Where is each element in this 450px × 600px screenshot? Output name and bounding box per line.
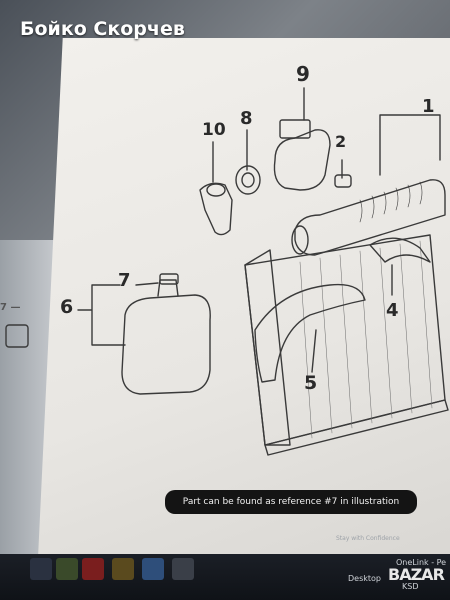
ref-9: 9 [296, 62, 310, 86]
radiator-core [244, 234, 446, 446]
taskbar-start-icon[interactable] [30, 558, 52, 580]
screen-area [38, 38, 450, 558]
upper-hose [369, 237, 431, 263]
radiator-cap [334, 174, 352, 188]
ref-8: 8 [240, 108, 253, 129]
coolant-reservoir [121, 294, 211, 395]
reference-tooltip: Part can be found as reference #7 in ill… [165, 490, 417, 514]
leader-1 [379, 114, 441, 176]
ref-1: 1 [422, 96, 435, 117]
onelink-label: OneLink - Pe [396, 558, 447, 567]
ref-4: 4 [386, 300, 399, 321]
taskbar-folder-icon[interactable] [112, 558, 134, 580]
ksd-label: KSD [402, 582, 419, 591]
ref-6: 6 [60, 296, 74, 318]
stay-confidence-label: Stay with Confidence [336, 535, 400, 542]
reservoir-cap [159, 273, 179, 285]
taskbar-app-icon[interactable] [56, 558, 78, 580]
desktop-label: Desktop [348, 574, 381, 583]
ref-7: 7 [118, 270, 131, 291]
leader-7 [135, 282, 159, 286]
seller-name-watermark: Бойко Скорчев [20, 18, 185, 40]
ref-10: 10 [202, 120, 226, 140]
thermostat-housing [273, 129, 331, 191]
radiator-side-tank [244, 249, 291, 446]
taskbar-chrome-icon[interactable] [142, 558, 164, 580]
site-logo: BAZAR [388, 565, 445, 584]
leader-6 [77, 284, 126, 346]
ref-dash-left: 7 — [0, 302, 21, 313]
ref-5: 5 [304, 372, 318, 394]
lower-hose [254, 283, 366, 383]
radiator-top-tank [294, 179, 446, 256]
water-outlet [199, 182, 233, 236]
taskbar-window-icon[interactable] [172, 558, 194, 580]
thermostat-gasket [235, 165, 261, 195]
ref-2: 2 [335, 132, 347, 151]
leader-5 [311, 329, 317, 373]
radiator-bottom [264, 399, 449, 456]
taskbar-browser-icon[interactable] [82, 558, 104, 580]
